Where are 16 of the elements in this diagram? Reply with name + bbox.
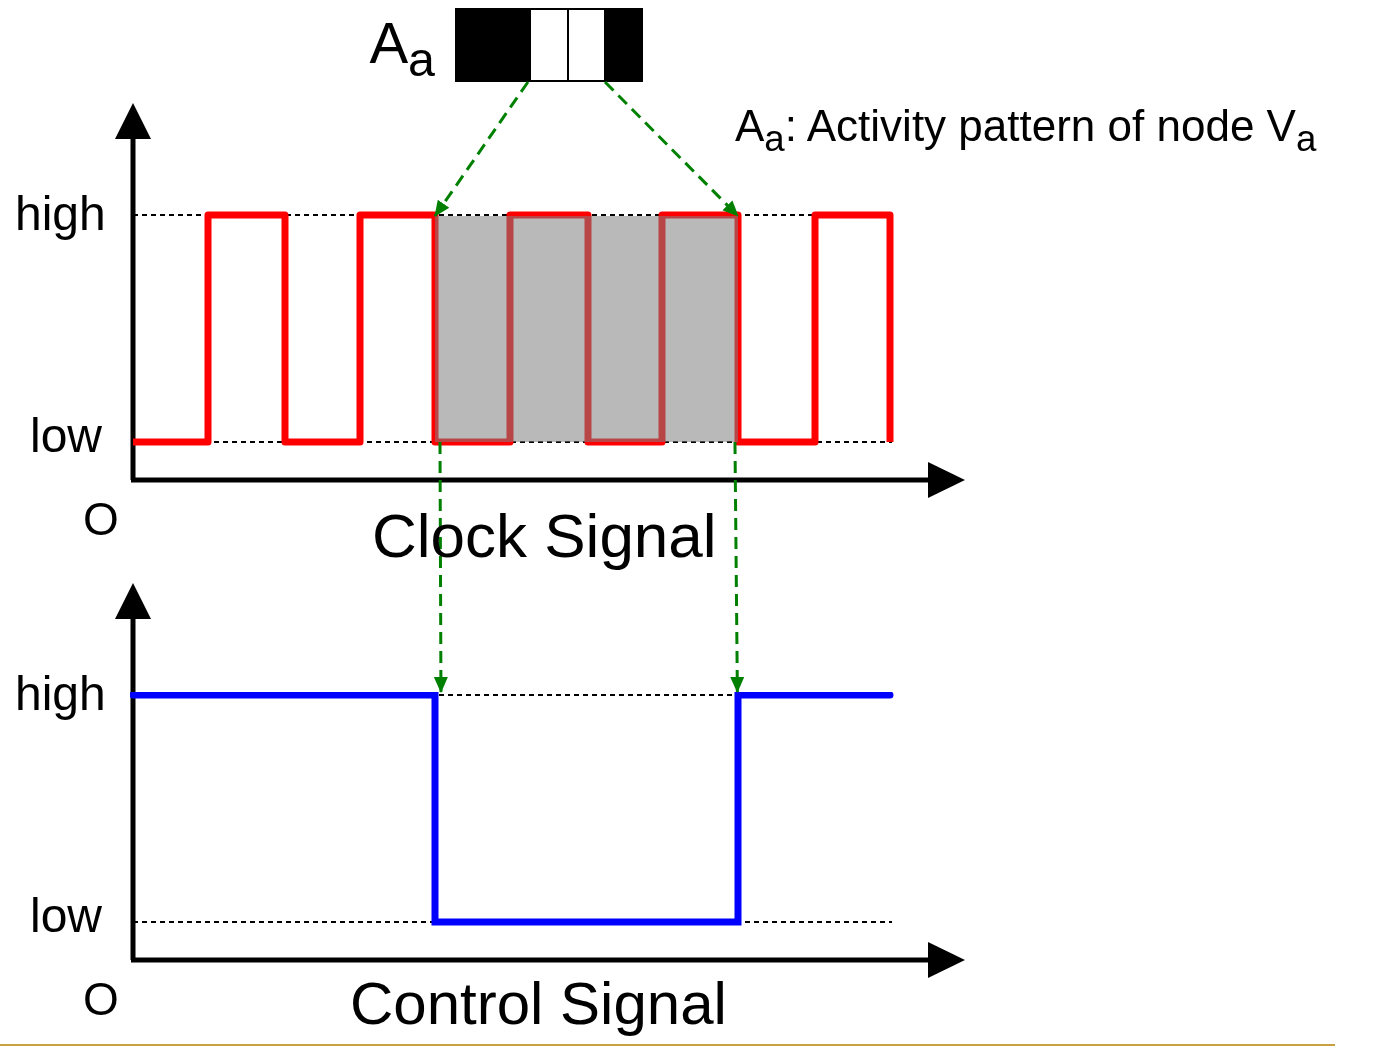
- origin-label: O: [83, 496, 119, 542]
- level-label: low: [30, 892, 103, 940]
- annotation-note: A$_{a}$: Activity pattern of node V$_{a}$: [735, 104, 1317, 158]
- origin-label: O: [83, 976, 119, 1022]
- arrow: [603, 80, 740, 218]
- pattern-label: A$_{a}$: [369, 14, 435, 83]
- activity-pattern-bar: [455, 8, 643, 82]
- arrow: [433, 442, 448, 693]
- signal-title: Control Signal: [350, 974, 727, 1034]
- level-label: low: [30, 412, 103, 460]
- shaded-region: [435, 216, 738, 442]
- level-label: high: [15, 190, 106, 238]
- arrow: [433, 81, 530, 217]
- arrow: [730, 442, 745, 693]
- level-label: high: [15, 670, 106, 718]
- control-waveform: [130, 692, 894, 926]
